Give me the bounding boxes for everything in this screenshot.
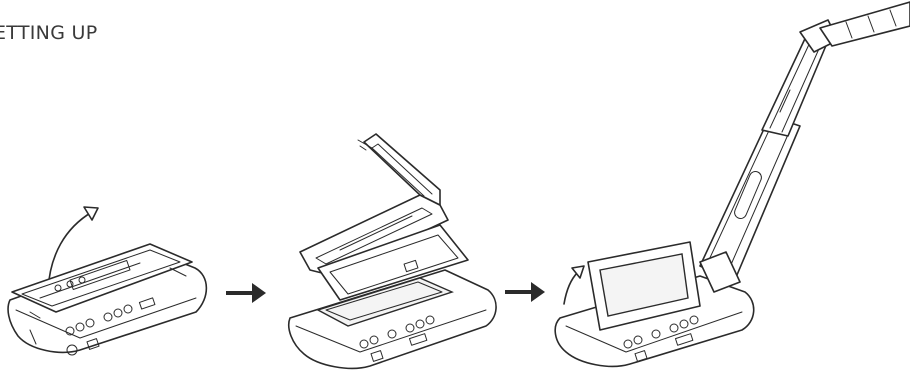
camera-head — [819, 1, 910, 47]
tilt-arrow-icon — [563, 271, 579, 305]
lift-arrow-head — [83, 206, 99, 221]
folded-arm — [11, 243, 193, 313]
base-body — [554, 275, 755, 368]
display-screen — [316, 277, 454, 327]
step-arrow-2 — [505, 282, 545, 302]
section-title: ETTING UP — [0, 22, 98, 44]
step-2-unfolding-unit — [288, 133, 497, 370]
step-1-folded-unit — [7, 206, 208, 356]
display-screen — [599, 253, 689, 317]
step-arrow-1 — [226, 283, 266, 303]
step-3-deployed-unit — [554, 1, 910, 368]
arm-upper-section — [363, 133, 441, 206]
base-body — [288, 269, 497, 370]
